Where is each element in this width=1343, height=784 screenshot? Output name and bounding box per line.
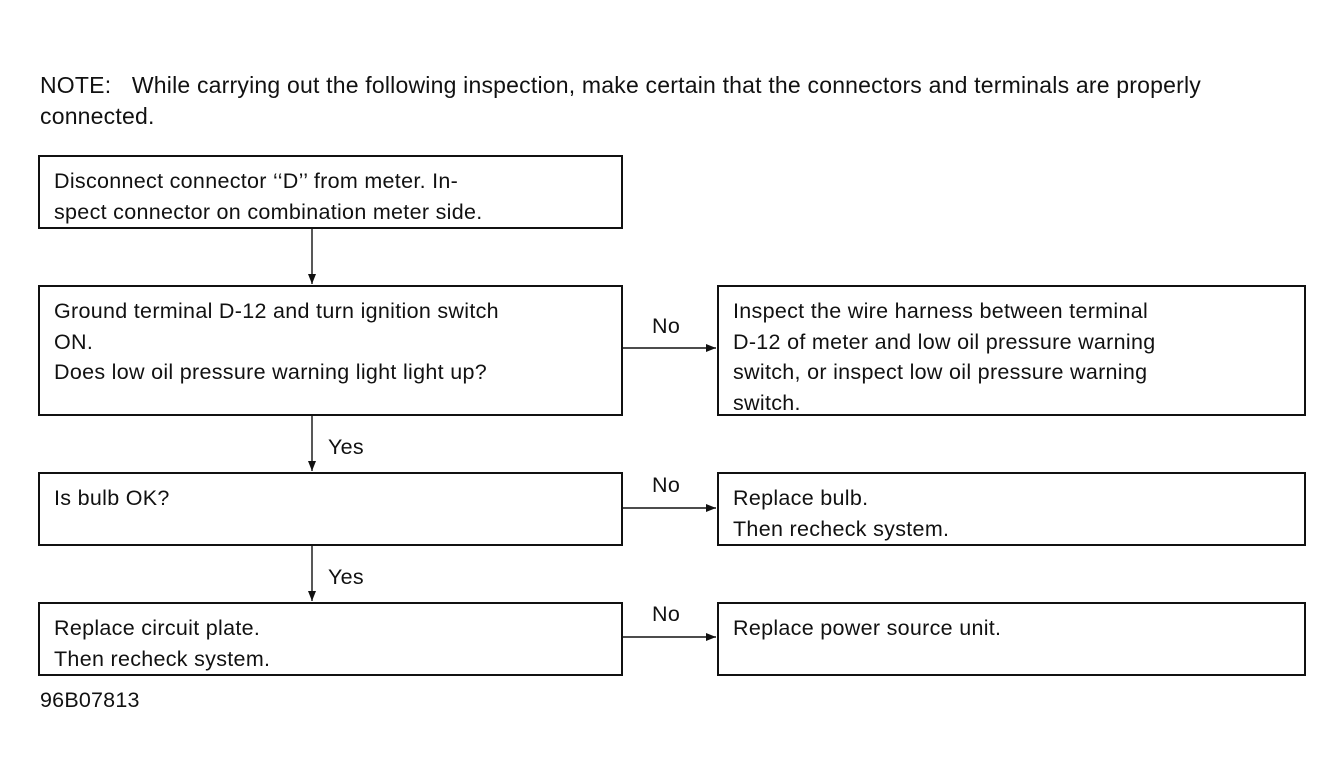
- no-label: No: [652, 602, 681, 626]
- step-bulb-check: Is bulb OK?: [38, 472, 623, 546]
- step-inspect-wire-harness: Inspect the wire harness between termina…: [717, 285, 1306, 416]
- step-text-line: Ground terminal D-12 and turn ignition s…: [54, 299, 499, 323]
- step-text-line: D-12 of meter and low oil pressure warni…: [733, 329, 1156, 354]
- step-text-line: ON.: [54, 329, 94, 354]
- figure-code: 96B07813: [40, 688, 140, 712]
- inspection-note: NOTE: While carrying out the following i…: [40, 70, 1320, 132]
- step-text-line: Replace power source unit.: [733, 616, 1002, 640]
- no-label: No: [652, 473, 681, 497]
- step-text-line: Inspect the wire harness between termina…: [733, 299, 1149, 323]
- note-text: While carrying out the following inspect…: [40, 72, 1201, 129]
- step-text-line: Disconnect connector ‘‘D’’ from meter. I…: [54, 169, 459, 193]
- note-label: NOTE:: [40, 72, 112, 98]
- step-replace-power-source-unit: Replace power source unit.: [717, 602, 1306, 676]
- step-replace-bulb: Replace bulb. Then recheck system.: [717, 472, 1306, 546]
- step-text-line: Replace bulb.: [733, 486, 869, 510]
- step-text-line: Then recheck system.: [54, 646, 271, 671]
- step-disconnect-connector: Disconnect connector ‘‘D’’ from meter. I…: [38, 155, 623, 229]
- step-text-line: Does low oil pressure warning light ligh…: [54, 360, 487, 384]
- yes-label: Yes: [328, 565, 364, 589]
- step-text-line: Then recheck system.: [733, 516, 950, 541]
- step-text-line: Is bulb OK?: [54, 486, 170, 510]
- step-text-line: switch, or inspect low oil pressure warn…: [733, 360, 1148, 384]
- step-ground-terminal-check: Ground terminal D-12 and turn ignition s…: [38, 285, 623, 416]
- yes-label: Yes: [328, 435, 364, 459]
- step-text-line: spect connector on combination meter sid…: [54, 199, 483, 224]
- no-label: No: [652, 314, 681, 338]
- step-replace-circuit-plate: Replace circuit plate. Then recheck syst…: [38, 602, 623, 676]
- step-text-line: switch.: [733, 390, 801, 415]
- step-text-line: Replace circuit plate.: [54, 616, 261, 640]
